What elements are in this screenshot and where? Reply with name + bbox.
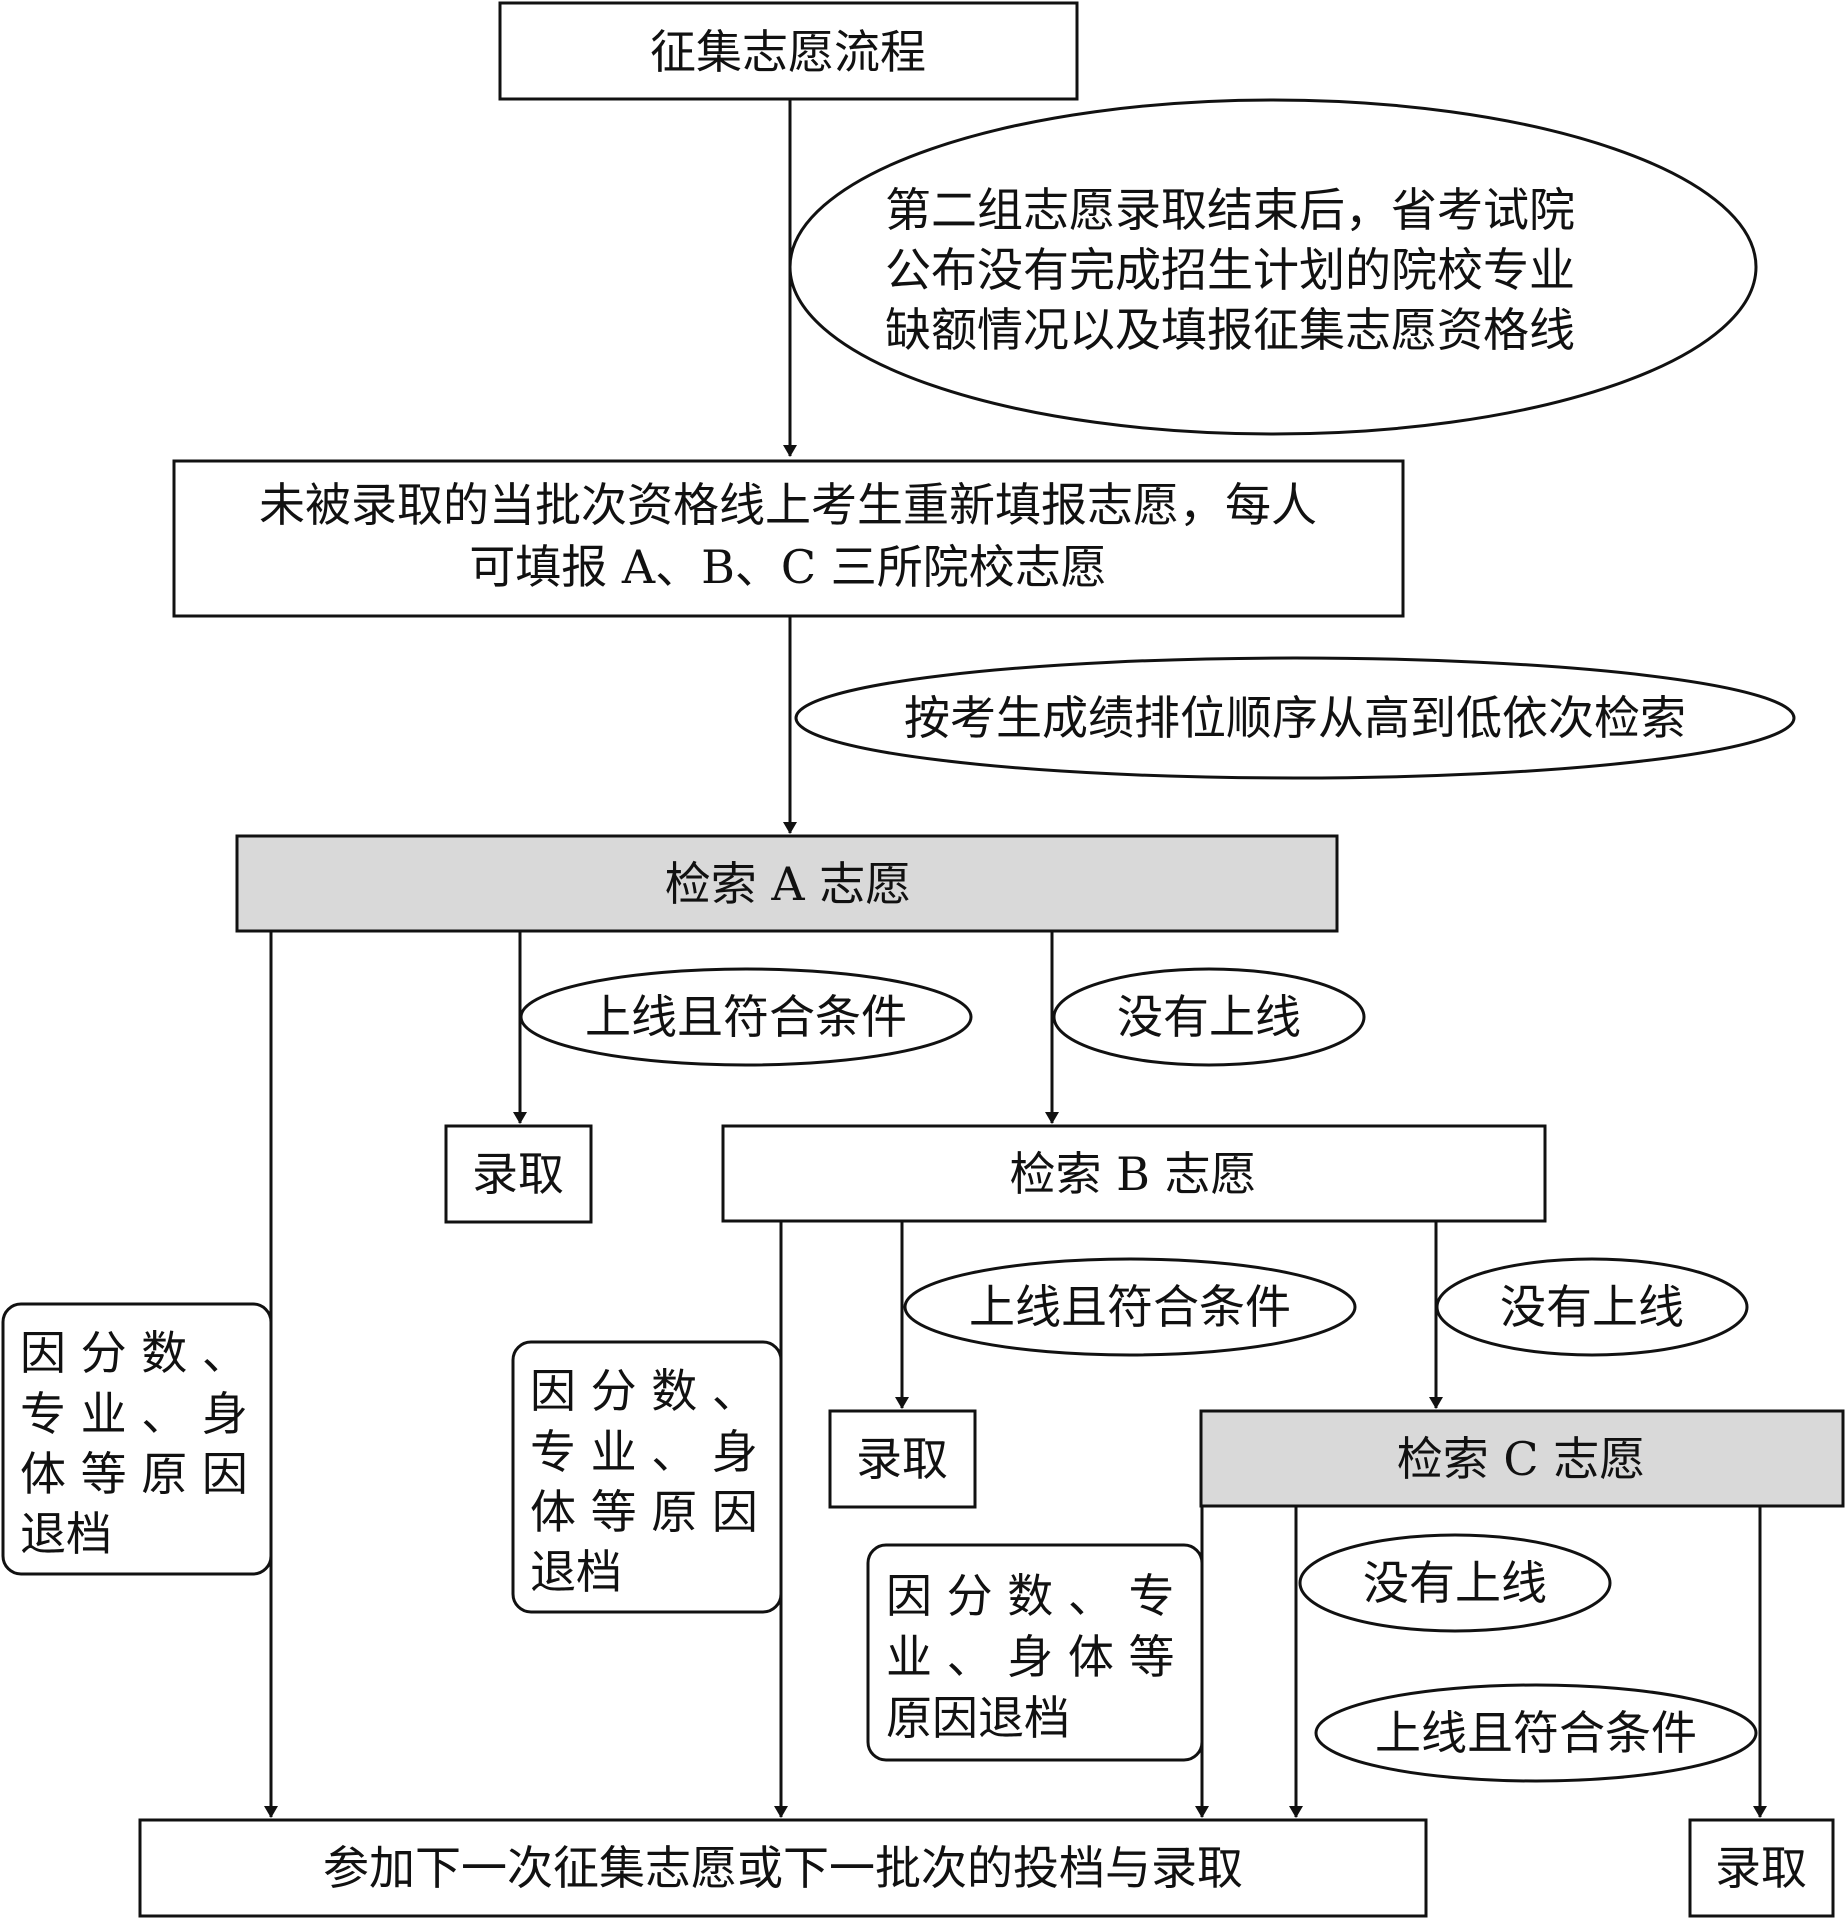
reject-b-line-1: 因 分 数 、: [530, 1364, 758, 1418]
cond-a-fail: 没有上线: [1052, 967, 1366, 1067]
note-top: 第二组志愿录取结束后，省考试院 公布没有完成招生计划的院校专业 缺额情况以及填报…: [788, 98, 1758, 436]
reject-a-box: 因 分 数 、 专 业 、 身 体 等 原 因 退档: [1, 1302, 273, 1576]
cond-c-fail-text: 没有上线: [1363, 1556, 1547, 1610]
admit-a-box: 录取: [444, 1124, 593, 1224]
step-refill-line-1: 未被录取的当批次资格线上考生重新填报志愿，每人: [259, 478, 1317, 532]
search-b-text: 检索 B 志愿: [1009, 1147, 1256, 1201]
title-box: 征集志愿流程: [498, 1, 1079, 101]
cond-c-pass-text: 上线且符合条件: [1375, 1706, 1697, 1760]
cond-b-pass: 上线且符合条件: [903, 1257, 1357, 1357]
reject-b-box: 因 分 数 、 专 业 、 身 体 等 原 因 退档: [511, 1340, 783, 1614]
cond-a-pass-text: 上线且符合条件: [585, 990, 907, 1044]
reject-a-line-3: 体 等 原 因: [20, 1447, 248, 1501]
note-order: 按考生成绩排位顺序从高到低依次检索: [794, 656, 1796, 780]
search-b-box: 检索 B 志愿: [721, 1124, 1547, 1223]
cond-b-pass-text: 上线且符合条件: [969, 1280, 1291, 1334]
reject-c-line-2: 业 、 身 体 等: [886, 1630, 1175, 1684]
reject-b-line-2: 专 业 、 身: [530, 1425, 758, 1479]
search-c-box: 检索 C 志愿: [1199, 1409, 1845, 1508]
admit-b-box: 录取: [828, 1409, 977, 1509]
cond-c-pass: 上线且符合条件: [1314, 1683, 1758, 1783]
note-top-line-1: 第二组志愿录取结束后，省考试院: [885, 183, 1575, 237]
reject-a-line-1: 因 分 数 、: [20, 1326, 248, 1380]
final-box: 参加下一次征集志愿或下一批次的投档与录取: [138, 1818, 1428, 1918]
reject-b-line-4: 退档: [530, 1545, 622, 1599]
search-c-text: 检索 C 志愿: [1397, 1432, 1645, 1486]
final-text: 参加下一次征集志愿或下一批次的投档与录取: [323, 1841, 1243, 1895]
cond-b-fail: 没有上线: [1435, 1257, 1749, 1357]
admit-b-text: 录取: [856, 1432, 948, 1486]
title-text: 征集志愿流程: [650, 25, 926, 79]
admit-c-text: 录取: [1715, 1841, 1807, 1895]
step-refill-line-2: 可填报 A、B、C 三所院校志愿: [469, 540, 1106, 594]
cond-b-fail-text: 没有上线: [1500, 1280, 1684, 1334]
search-a-text: 检索 A 志愿: [665, 857, 911, 911]
reject-a-line-4: 退档: [20, 1507, 112, 1561]
step-refill-box: 未被录取的当批次资格线上考生重新填报志愿，每人 可填报 A、B、C 三所院校志愿: [172, 459, 1405, 618]
cond-c-fail: 没有上线: [1298, 1533, 1612, 1633]
reject-a-line-2: 专 业 、 身: [20, 1387, 248, 1441]
admit-c-box: 录取: [1688, 1818, 1835, 1918]
reject-c-line-1: 因 分 数 、 专: [886, 1569, 1175, 1623]
reject-c-line-3: 原因退档: [886, 1691, 1070, 1745]
note-top-line-3: 缺额情况以及填报征集志愿资格线: [885, 303, 1575, 357]
admit-a-text: 录取: [472, 1147, 564, 1201]
reject-c-box: 因 分 数 、 专 业 、 身 体 等 原因退档: [866, 1543, 1204, 1762]
cond-a-fail-text: 没有上线: [1117, 990, 1301, 1044]
reject-b-line-3: 体 等 原 因: [530, 1485, 758, 1539]
search-a-box: 检索 A 志愿: [235, 834, 1339, 933]
cond-a-pass: 上线且符合条件: [519, 967, 973, 1067]
note-order-text: 按考生成绩排位顺序从高到低依次检索: [904, 691, 1686, 745]
note-top-line-2: 公布没有完成招生计划的院校专业: [885, 243, 1575, 297]
